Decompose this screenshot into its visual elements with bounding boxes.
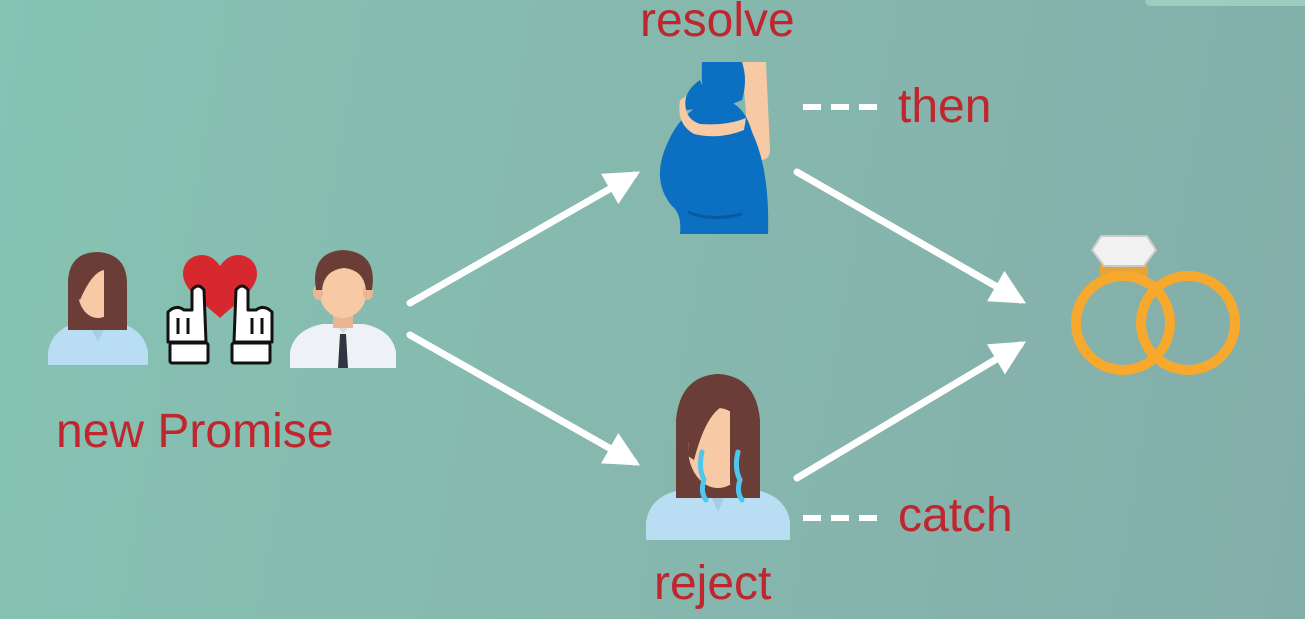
new-promise-label: new Promise <box>56 405 334 458</box>
pinky-hands-icon <box>166 284 274 365</box>
arrow-reject-to-rings <box>793 341 1027 482</box>
resolve-label: resolve <box>640 0 795 47</box>
heart-icon <box>183 255 257 318</box>
catch-label: catch <box>898 489 1013 542</box>
reject-label: reject <box>654 557 772 610</box>
crying-woman-icon <box>646 374 790 540</box>
arrow-to-resolve <box>406 171 641 307</box>
pregnant-woman-icon <box>659 62 770 234</box>
man-icon <box>290 250 396 368</box>
woman-icon <box>48 252 148 365</box>
wedding-rings-icon <box>1071 235 1240 375</box>
then-label: then <box>898 80 992 133</box>
arrow-to-reject <box>406 331 641 466</box>
arrow-resolve-to-rings <box>793 168 1027 304</box>
corner-tab <box>1145 0 1305 6</box>
arrows <box>406 168 1027 482</box>
